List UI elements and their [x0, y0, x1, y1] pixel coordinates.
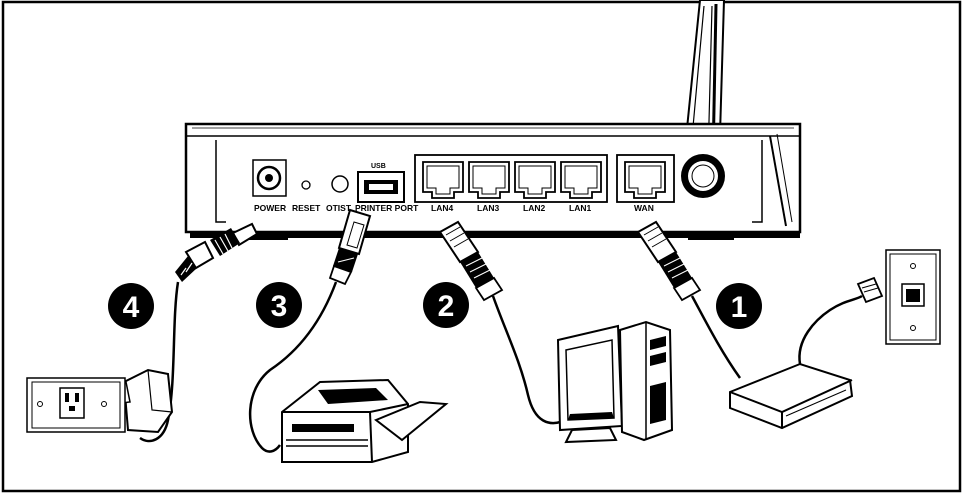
phone-plug: [856, 276, 884, 304]
step-badge-1: 1: [716, 283, 762, 329]
computer: [556, 320, 674, 444]
step-2-number: 2: [438, 290, 455, 323]
printer: [281, 378, 449, 463]
step-4-number: 4: [123, 291, 140, 324]
wan-label: WAN: [634, 203, 654, 213]
wan-plug: [636, 220, 702, 302]
lan4-port: [422, 161, 464, 199]
reset-label: RESET: [292, 203, 321, 213]
otist-button: [331, 175, 349, 193]
usb-cable: [249, 281, 338, 453]
reset-button: [301, 180, 311, 190]
lan1-label: LAN1: [569, 203, 591, 213]
step-badge-3: 3: [256, 282, 302, 328]
step-1-number: 1: [731, 291, 748, 324]
wan-port: [624, 161, 666, 199]
otist-label: OTIST: [326, 203, 352, 213]
step-badge-2: 2: [423, 282, 469, 328]
lan-cable: [491, 295, 571, 425]
phone-cable: [798, 294, 863, 365]
phone-wall-jack: [885, 249, 941, 345]
power-jack: [252, 159, 287, 197]
lan1-port: [560, 161, 602, 199]
modem: [729, 362, 854, 430]
printer-port-label: PRINTER PORT: [355, 203, 419, 213]
lan4-label: LAN4: [431, 203, 453, 213]
step-3-number: 3: [271, 290, 288, 323]
lan2-port: [514, 161, 556, 199]
usb-label: USB: [371, 163, 386, 170]
power-plug: [175, 222, 259, 282]
antenna-connector: [681, 154, 725, 198]
router-foot-right: [688, 232, 734, 240]
wall-outlet: [26, 377, 126, 433]
wan-cable: [690, 295, 742, 379]
usb-plug: [328, 208, 372, 286]
lan-plug: [438, 220, 504, 302]
lan3-label: LAN3: [477, 203, 499, 213]
lan3-port: [468, 161, 510, 199]
step-badge-4: 4: [108, 283, 154, 329]
lan2-label: LAN2: [523, 203, 545, 213]
power-label: POWER: [254, 203, 286, 213]
usb-port: [357, 171, 405, 203]
